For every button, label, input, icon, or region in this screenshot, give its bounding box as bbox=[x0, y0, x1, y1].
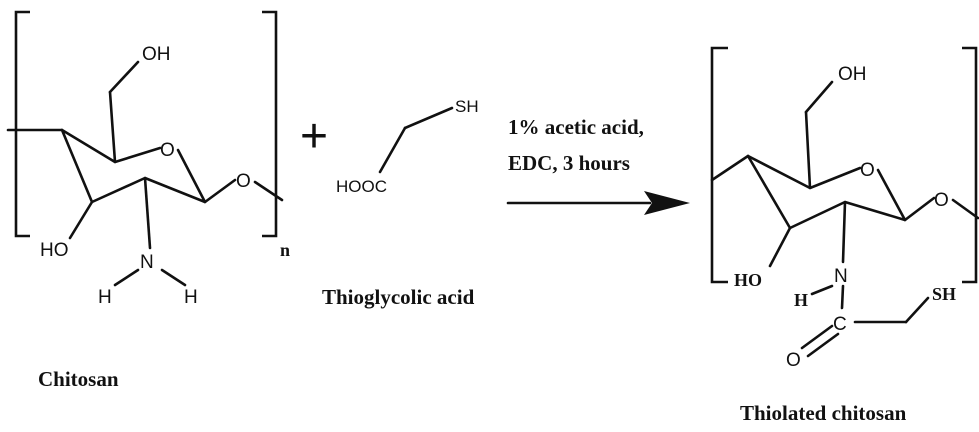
product-c5-ch2 bbox=[804, 110, 812, 190]
product-glyco-o: O bbox=[934, 190, 949, 211]
product-carbonyl-bond-1 bbox=[800, 324, 834, 350]
product-carbonyl-c: C bbox=[833, 314, 847, 335]
product-left-bracket bbox=[710, 46, 728, 284]
product-right-bracket bbox=[962, 46, 978, 284]
chitosan-h-left: H bbox=[98, 287, 112, 308]
product-n-h bbox=[810, 284, 834, 296]
product-ch2-sh bbox=[904, 296, 930, 324]
chitosan-ch2-oh bbox=[108, 60, 140, 94]
chitosan-left-bracket bbox=[14, 10, 30, 238]
chitosan-structure: OH O O HO N H H n bbox=[6, 10, 290, 308]
chitosan-c5-ch2 bbox=[108, 90, 117, 164]
product-h: H bbox=[794, 290, 808, 310]
chitosan-repeat-subscript: n bbox=[280, 240, 290, 260]
conditions-line-2: EDC, 3 hours bbox=[508, 151, 630, 175]
thioglycolic-label: Thioglycolic acid bbox=[322, 285, 475, 309]
chitosan-c3-oh bbox=[68, 200, 94, 240]
chitosan-ring-o: O bbox=[160, 140, 175, 161]
product-left-link bbox=[710, 154, 750, 182]
chitosan-glyco-o: O bbox=[236, 171, 251, 192]
product-n-c bbox=[840, 284, 845, 310]
product-n: N bbox=[834, 266, 848, 287]
thioglycolic-c-ch2 bbox=[378, 126, 407, 174]
conditions-line-1: 1% acetic acid, bbox=[508, 115, 644, 139]
chitosan-n-h-left bbox=[113, 268, 140, 287]
reaction-arrow-head bbox=[644, 191, 690, 215]
product-c1-o bbox=[903, 196, 936, 222]
product-c3-oh bbox=[768, 226, 792, 268]
chitosan-n-h-right bbox=[160, 268, 187, 287]
product-ring-o: O bbox=[860, 160, 875, 181]
thioglycolic-ch2-sh bbox=[403, 106, 454, 130]
chitosan-label: Chitosan bbox=[38, 367, 119, 391]
chitosan-right-bracket bbox=[262, 10, 278, 238]
product-ch2-oh bbox=[804, 80, 834, 114]
chitosan-h-right: H bbox=[184, 287, 198, 308]
product-o-link bbox=[951, 198, 979, 220]
product-label: Thiolated chitosan bbox=[740, 401, 907, 425]
plus-sign: + bbox=[300, 110, 328, 163]
chitosan-oh-top: OH bbox=[142, 44, 171, 65]
product-ring bbox=[746, 154, 907, 230]
chitosan-o-link bbox=[253, 180, 284, 202]
thioglycolic-hooc: HOOC bbox=[336, 177, 387, 196]
product-carbonyl-bond-2 bbox=[806, 332, 840, 358]
chitosan-n: N bbox=[140, 252, 154, 273]
chitosan-ho-left: HO bbox=[40, 240, 69, 261]
chitosan-c1-o bbox=[203, 178, 237, 204]
chitosan-c2-n bbox=[143, 176, 152, 250]
thiolated-chitosan-structure: OH O O HO N H C O SH bbox=[710, 46, 979, 371]
thioglycolic-sh: SH bbox=[455, 97, 479, 116]
chitosan-ring bbox=[60, 128, 207, 204]
product-ho-left: HO bbox=[734, 270, 762, 290]
product-sh: SH bbox=[932, 284, 956, 304]
product-oh-top: OH bbox=[838, 64, 867, 85]
product-carbonyl-o: O bbox=[786, 350, 801, 371]
product-c2-n bbox=[841, 200, 847, 264]
thioglycolic-acid-structure: SH HOOC bbox=[336, 97, 479, 196]
